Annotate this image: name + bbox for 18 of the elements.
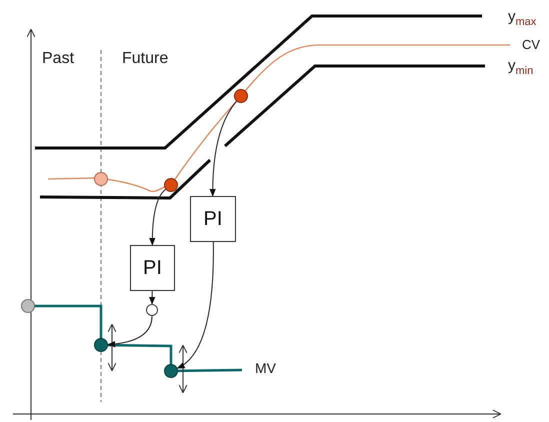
axis-label: Future bbox=[122, 50, 168, 68]
operating-point bbox=[164, 364, 178, 378]
axis-label: y$_{min}$ bbox=[508, 57, 534, 77]
controller-box: PI bbox=[190, 196, 236, 242]
arrow bbox=[149, 188, 166, 246]
operating-point bbox=[234, 89, 248, 103]
operating-point bbox=[146, 304, 158, 316]
operating-point bbox=[164, 178, 178, 192]
axis-label: Past bbox=[42, 50, 74, 68]
axis-label: y$_{max}$ bbox=[508, 8, 536, 28]
operating-point bbox=[94, 338, 108, 352]
arrow bbox=[176, 242, 214, 369]
axis-label: CV bbox=[522, 37, 540, 52]
controller-box: PI bbox=[130, 245, 175, 291]
axis-label: MV bbox=[255, 360, 276, 376]
arrow bbox=[148, 290, 156, 305]
arrow bbox=[107, 316, 152, 348]
arrow bbox=[210, 100, 237, 197]
